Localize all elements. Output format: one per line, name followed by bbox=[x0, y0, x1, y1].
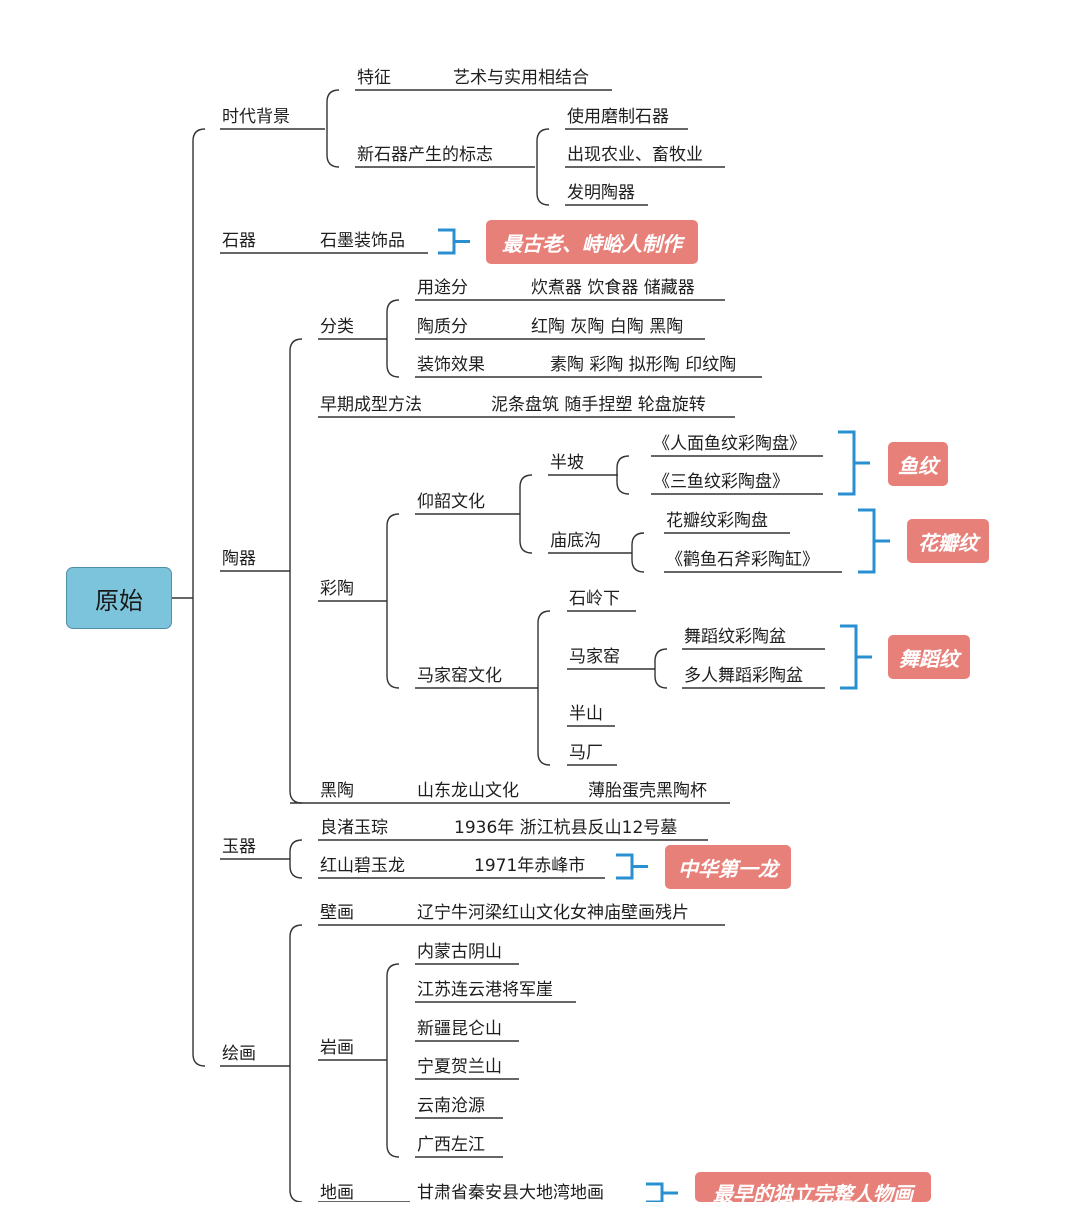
node-mural: 壁画 bbox=[320, 903, 354, 923]
node-p-material-v: 红陶 灰陶 白陶 黑陶 bbox=[531, 317, 684, 337]
node-miao2: 《鹳鱼石斧彩陶缸》 bbox=[666, 550, 819, 570]
spine-era bbox=[326, 89, 340, 168]
node-majiayao: 马家窑 bbox=[569, 647, 620, 667]
node-rock3: 新疆昆仑山 bbox=[417, 1019, 502, 1039]
node-majiayao-culture: 马家窑文化 bbox=[417, 666, 502, 686]
bracket-group bbox=[438, 228, 890, 1202]
node-era-n2: 出现农业、畜牧业 bbox=[567, 145, 703, 165]
node-banpo: 半坡 bbox=[550, 453, 584, 473]
node-mjy2: 多人舞蹈彩陶盆 bbox=[684, 666, 803, 686]
node-era-feature-value: 艺术与实用相结合 bbox=[453, 68, 589, 88]
spine-neolithic bbox=[536, 128, 550, 206]
node-yangshao: 仰韶文化 bbox=[417, 492, 485, 512]
node-p-use: 用途分 bbox=[417, 278, 468, 298]
node-banshan: 半山 bbox=[569, 704, 603, 724]
node-ground: 地画 bbox=[320, 1183, 354, 1203]
bracket-petal bbox=[858, 508, 890, 574]
node-rock2: 江苏连云港将军崖 bbox=[417, 980, 553, 1000]
bracket-stone bbox=[438, 228, 470, 255]
node-p-black: 黑陶 bbox=[320, 781, 354, 801]
node-era-feature: 特征 bbox=[357, 68, 391, 88]
node-jade: 玉器 bbox=[222, 837, 256, 857]
node-p-early-v: 泥条盘筑 随手捏塑 轮盘旋转 bbox=[491, 395, 706, 415]
node-p-early: 早期成型方法 bbox=[320, 395, 422, 415]
node-liangzhu: 良渚玉琮 bbox=[320, 818, 388, 838]
spine-root bbox=[192, 128, 206, 1067]
node-p-deco-v: 素陶 彩陶 拟形陶 印纹陶 bbox=[550, 355, 737, 375]
node-eggshell: 薄胎蛋壳黑陶杯 bbox=[588, 781, 707, 801]
node-mural-v: 辽宁牛河梁红山文化女神庙壁画残片 bbox=[417, 903, 689, 923]
node-hongshan-v: 1971年赤峰市 bbox=[474, 856, 586, 876]
spine-mjy bbox=[654, 648, 668, 689]
node-liangzhu-v: 1936年 浙江杭县反山12号墓 bbox=[454, 818, 678, 838]
spine-painted bbox=[386, 513, 400, 689]
node-p-use-v: 炊煮器 饮食器 储藏器 bbox=[531, 278, 695, 298]
node-ground-v: 甘肃省秦安县大地湾地画 bbox=[417, 1183, 604, 1203]
tag-dance: 舞蹈纹 bbox=[888, 635, 970, 679]
node-era-n1: 使用磨制石器 bbox=[567, 107, 669, 127]
root-node: 原始 bbox=[66, 567, 172, 629]
node-stone: 石器 bbox=[222, 231, 256, 251]
node-rock6: 广西左江 bbox=[417, 1135, 485, 1155]
node-pottery: 陶器 bbox=[222, 549, 256, 569]
node-era: 时代背景 bbox=[222, 107, 290, 127]
node-p-material: 陶质分 bbox=[417, 317, 468, 337]
node-rock4: 宁夏贺兰山 bbox=[417, 1057, 502, 1077]
node-shilingxia: 石岭下 bbox=[569, 589, 620, 609]
node-p-class: 分类 bbox=[320, 317, 354, 337]
spine-class bbox=[386, 299, 400, 378]
node-painting: 绘画 bbox=[222, 1044, 256, 1064]
tag-dragon: 中华第一龙 bbox=[665, 845, 791, 889]
spine-yangshao bbox=[519, 474, 533, 554]
spine-banpo bbox=[616, 455, 630, 495]
tree-edges bbox=[172, 89, 842, 1202]
spine-majiayao bbox=[537, 610, 551, 766]
node-machang: 马厂 bbox=[569, 743, 603, 763]
node-p-painted: 彩陶 bbox=[320, 579, 354, 599]
node-miaodigou: 庙底沟 bbox=[550, 531, 601, 551]
node-rock1: 内蒙古阴山 bbox=[417, 942, 502, 962]
tag-fish: 鱼纹 bbox=[888, 442, 948, 486]
tag-stone: 最古老、峙峪人制作 bbox=[486, 220, 698, 264]
node-banpo1: 《人面鱼纹彩陶盘》 bbox=[653, 434, 806, 454]
node-mjy1: 舞蹈纹彩陶盆 bbox=[684, 627, 786, 647]
node-hongshan: 红山碧玉龙 bbox=[320, 856, 405, 876]
bracket-dance bbox=[840, 624, 872, 690]
bracket-figure bbox=[646, 1182, 678, 1202]
node-rock: 岩画 bbox=[320, 1038, 354, 1058]
node-miao1: 花瓣纹彩陶盘 bbox=[666, 511, 768, 531]
node-era-n3: 发明陶器 bbox=[567, 183, 635, 203]
spine-jade bbox=[289, 839, 303, 879]
node-longshan: 山东龙山文化 bbox=[417, 781, 519, 801]
tag-figure: 最早的独立完整人物画 bbox=[695, 1172, 931, 1206]
node-p-deco: 装饰效果 bbox=[417, 355, 485, 375]
bracket-fish bbox=[838, 430, 870, 496]
node-rock5: 云南沧源 bbox=[417, 1096, 485, 1116]
spine-painting bbox=[289, 924, 303, 1202]
spine-miao bbox=[631, 532, 645, 573]
spine-pottery bbox=[289, 338, 303, 804]
node-stone-item: 石墨装饰品 bbox=[320, 231, 405, 251]
spine-rock bbox=[386, 963, 400, 1158]
bracket-dragon bbox=[616, 853, 648, 880]
tag-petal: 花瓣纹 bbox=[907, 519, 989, 563]
node-era-neolithic: 新石器产生的标志 bbox=[357, 145, 493, 165]
node-banpo2: 《三鱼纹彩陶盘》 bbox=[653, 472, 789, 492]
